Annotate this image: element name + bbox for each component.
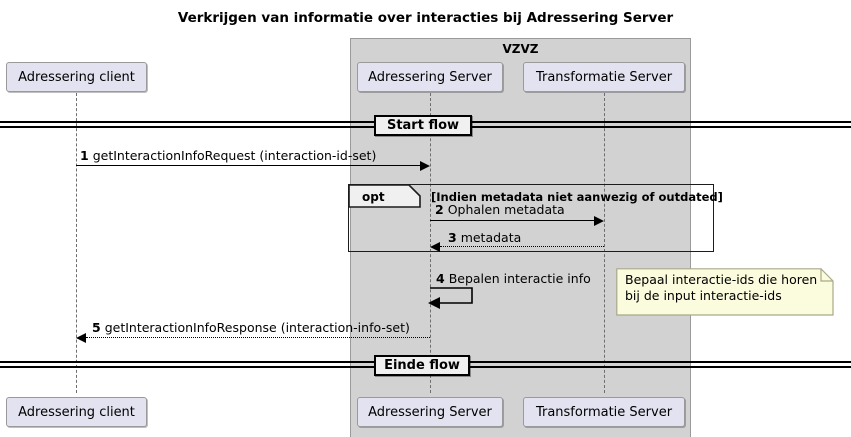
message-2-arrow-line bbox=[430, 220, 596, 221]
lifeline-transformatie-server bbox=[604, 93, 605, 393]
fragment-opt-frame bbox=[348, 184, 714, 252]
message-4-label: 4 Bepalen interactie info bbox=[436, 272, 591, 286]
participant-label: Transformatie Server bbox=[535, 69, 673, 85]
participant-label: Adressering client bbox=[18, 69, 135, 85]
message-5-number: 5 bbox=[92, 320, 101, 335]
participant-label: Adressering Server bbox=[368, 404, 492, 420]
message-1-number: 1 bbox=[80, 148, 89, 163]
message-2-label: 2 Ophalen metadata bbox=[435, 203, 565, 217]
message-1-arrow-line bbox=[76, 165, 422, 166]
participant-label: Transformatie Server bbox=[535, 404, 673, 420]
message-1-label: 1 getInteractionInfoRequest (interaction… bbox=[80, 149, 376, 163]
message-3-arrowhead bbox=[430, 242, 440, 252]
note-bepaal-interactie-ids bbox=[616, 268, 834, 316]
message-4-self-loop bbox=[428, 287, 473, 309]
message-5-arrowhead bbox=[76, 333, 86, 343]
fragment-opt-operator: opt bbox=[362, 190, 385, 204]
divider-start-flow[interactable]: Start flow bbox=[374, 115, 472, 136]
fragment-opt-tab bbox=[349, 185, 421, 208]
participant-adressering-client-bottom[interactable]: Adressering client bbox=[6, 397, 147, 427]
message-5-label: 5 getInteractionInfoResponse (interactio… bbox=[92, 321, 410, 335]
participant-adressering-server-top[interactable]: Adressering Server bbox=[357, 62, 503, 92]
message-3-arrow-line bbox=[440, 246, 604, 247]
message-4-number: 4 bbox=[436, 271, 445, 286]
message-2-text: Ophalen metadata bbox=[447, 202, 565, 217]
participant-label: Adressering Server bbox=[368, 69, 492, 85]
message-5-arrow-line bbox=[86, 337, 430, 338]
lifeline-adressering-client bbox=[76, 93, 77, 393]
participant-transformatie-server-top[interactable]: Transformatie Server bbox=[523, 62, 685, 92]
divider-end-flow-label: Einde flow bbox=[384, 358, 460, 373]
participant-adressering-client-top[interactable]: Adressering client bbox=[6, 62, 147, 92]
message-2-number: 2 bbox=[435, 202, 444, 217]
participant-adressering-server-bottom[interactable]: Adressering Server bbox=[357, 397, 503, 427]
fragment-opt-guard: [Indien metadata niet aanwezig of outdat… bbox=[431, 190, 723, 204]
message-5-text: getInteractionInfoResponse (interaction-… bbox=[104, 320, 410, 335]
participant-transformatie-server-bottom[interactable]: Transformatie Server bbox=[523, 397, 685, 427]
note-text: Bepaal interactie-ids die horen bij de i… bbox=[625, 272, 818, 303]
divider-start-flow-label: Start flow bbox=[386, 118, 460, 133]
message-1-text: getInteractionInfoRequest (interaction-i… bbox=[92, 148, 377, 163]
message-3-text: metadata bbox=[460, 230, 522, 245]
message-3-label: 3 metadata bbox=[448, 231, 521, 245]
page-title: Verkrijgen van informatie over interacti… bbox=[177, 10, 674, 26]
message-2-arrowhead bbox=[594, 216, 604, 226]
message-1-arrowhead bbox=[420, 161, 430, 171]
message-3-number: 3 bbox=[448, 230, 457, 245]
group-label-vzvz: VZVZ bbox=[502, 42, 539, 56]
divider-end-flow[interactable]: Einde flow bbox=[374, 355, 470, 376]
participant-label: Adressering client bbox=[18, 404, 135, 420]
message-4-text: Bepalen interactie info bbox=[448, 271, 591, 286]
